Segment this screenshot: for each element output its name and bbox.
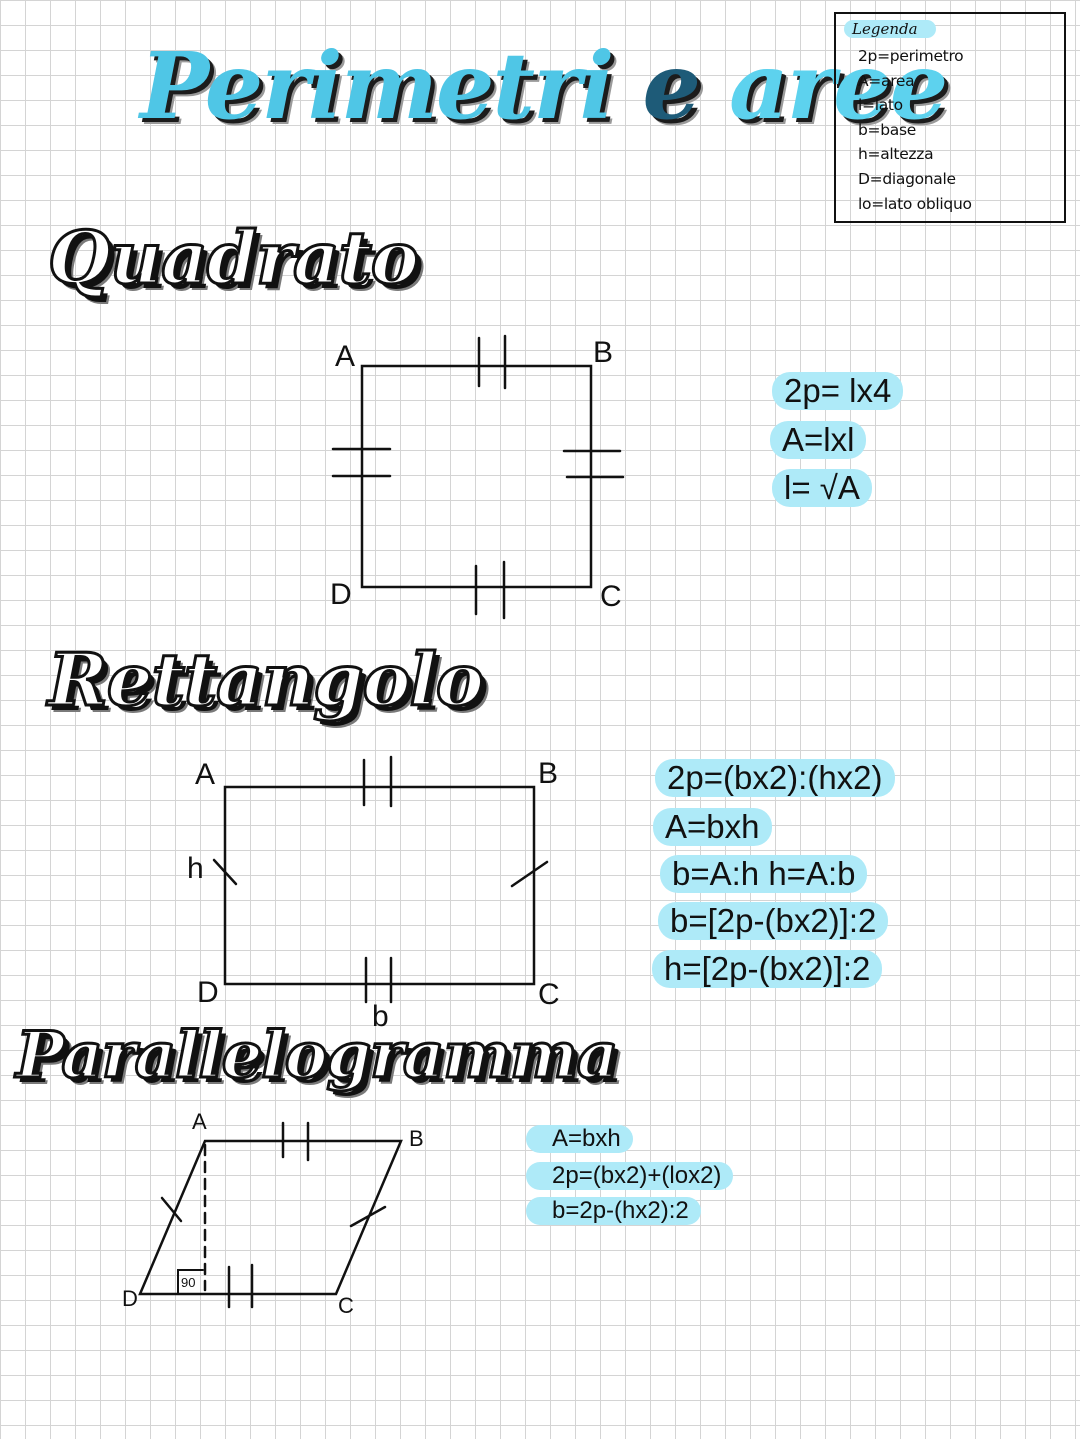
square-shape — [360, 364, 593, 589]
parallelogram-shape — [138, 1139, 403, 1296]
parallelogram-diagram — [138, 1121, 403, 1309]
square-vertex-a: A — [335, 340, 355, 373]
page-title: Perimetri e aree — [140, 40, 948, 132]
legend-item: h=altezza — [858, 145, 934, 164]
legend-list: 2p=perimetro A=area l=lato b=base h=alte… — [858, 44, 972, 216]
parallelogram-vertex-c: C — [338, 1293, 354, 1318]
legend-box: Legenda 2p=perimetro A=area l=lato b=bas… — [834, 12, 1066, 223]
square-formula-area: A=lxl — [770, 421, 867, 459]
legend-item: 2p=perimetro — [858, 47, 964, 65]
square-vertex-d: D — [330, 578, 352, 611]
rectangle-vertex-d: D — [197, 976, 219, 1009]
parallelogram-formula-base: b=2p-(hx2):2 — [526, 1197, 701, 1225]
legend-item: D=diagonale — [858, 169, 956, 188]
parallelogram-vertex-d: D — [122, 1286, 138, 1311]
square-title: Quadrato — [47, 215, 421, 300]
square-formula-side: l= √A — [772, 469, 872, 507]
rectangle-diagram — [212, 755, 549, 1004]
rectangle-vertex-c: C — [538, 978, 560, 1011]
legend-item: lo=lato obliquo — [858, 194, 972, 213]
parallelogram-vertex-b: B — [409, 1126, 424, 1151]
parallelogram-vertex-a: A — [192, 1109, 207, 1134]
square-vertex-c: C — [600, 580, 622, 613]
title-part-3: aree — [729, 32, 948, 140]
legend-item: b=base — [858, 120, 916, 139]
legend-item: A=area — [858, 71, 915, 90]
square-vertex-b: B — [593, 336, 613, 369]
rectangle-formula-height: h=[2p-(bx2)]:2 — [652, 950, 883, 988]
title-part-1: Perimetri — [140, 32, 614, 140]
rectangle-formula-base: b=[2p-(bx2)]:2 — [658, 902, 889, 940]
rectangle-formula-perimeter: 2p=(bx2):(hx2) — [655, 759, 895, 797]
parallelogram-formula-perimeter: 2p=(bx2)+(lox2) — [526, 1162, 734, 1190]
rectangle-base-label: b — [372, 1000, 389, 1033]
rectangle-vertex-b: B — [538, 757, 558, 790]
rectangle-vertex-a: A — [195, 758, 215, 791]
rectangle-shape — [223, 785, 536, 986]
square-formula-perimeter: 2p= lx4 — [772, 372, 904, 410]
parallelogram-title: Parallelogramma — [14, 1018, 619, 1093]
rectangle-height-label: h — [187, 852, 204, 885]
rectangle-title: Rettangolo — [47, 637, 486, 722]
rectangle-formula-area: A=bxh — [653, 808, 772, 846]
rectangle-formula-base-height: b=A:h h=A:b — [660, 855, 868, 893]
right-angle-mark — [177, 1269, 204, 1295]
legend-title: Legenda — [844, 20, 936, 38]
parallelogram-formula-area: A=bxh — [526, 1125, 633, 1153]
square-diagram — [331, 334, 625, 620]
legend-item: l=lato — [858, 96, 903, 115]
right-angle-label: 90 — [181, 1275, 195, 1290]
title-part-2: e — [642, 32, 702, 140]
